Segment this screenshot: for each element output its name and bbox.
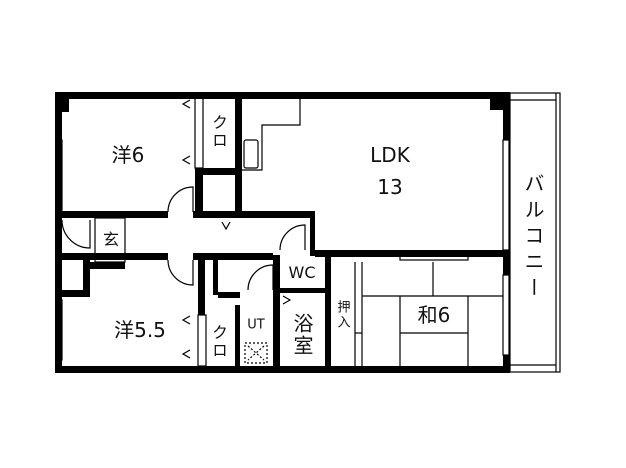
washer-space [244, 342, 268, 364]
room-label-ldk: LDK [370, 143, 410, 167]
room-label-utility: UT [247, 317, 265, 333]
room-label-ldk-size: 13 [377, 175, 403, 199]
room-label-western-5-5: 洋5.5 [114, 318, 166, 342]
window [502, 139, 510, 251]
window [502, 274, 510, 356]
door [167, 186, 194, 213]
balcony-outline [509, 92, 561, 373]
room-label-western-6: 洋6 [111, 143, 145, 167]
room-label-balcony: バルコニー [521, 173, 545, 303]
room-label-closet-1: クロ [209, 114, 228, 150]
entry-door [61, 219, 91, 249]
room-label-bathroom: 浴室 [290, 313, 314, 357]
room-label-closet-2: クロ [209, 324, 228, 360]
sink [243, 139, 259, 169]
room-label-storage: 押入 [334, 300, 350, 330]
door [279, 224, 306, 251]
room-label-japanese-6: 和6 [417, 303, 451, 327]
room-label-entrance: 玄 [102, 230, 120, 249]
walls [55, 92, 510, 373]
room-label-toilet: WC [288, 263, 316, 282]
door [247, 264, 274, 291]
door [167, 259, 194, 286]
